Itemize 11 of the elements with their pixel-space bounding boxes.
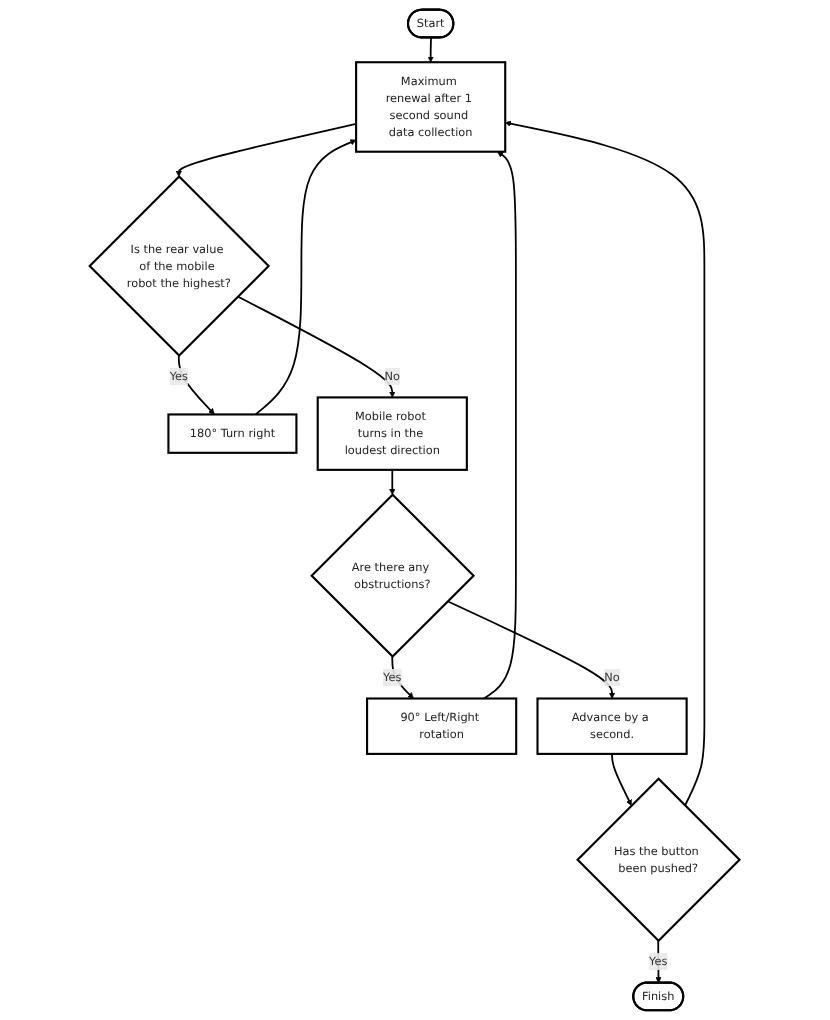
arrow — [655, 939, 662, 984]
arrow — [611, 753, 633, 806]
arrow — [389, 469, 396, 495]
arrow — [255, 139, 357, 416]
arrow — [176, 123, 358, 177]
arrow — [505, 120, 706, 807]
arrow — [427, 36, 435, 63]
arrow — [237, 295, 396, 398]
arrow — [178, 354, 216, 415]
arrow — [483, 151, 518, 700]
arrow — [447, 600, 616, 699]
